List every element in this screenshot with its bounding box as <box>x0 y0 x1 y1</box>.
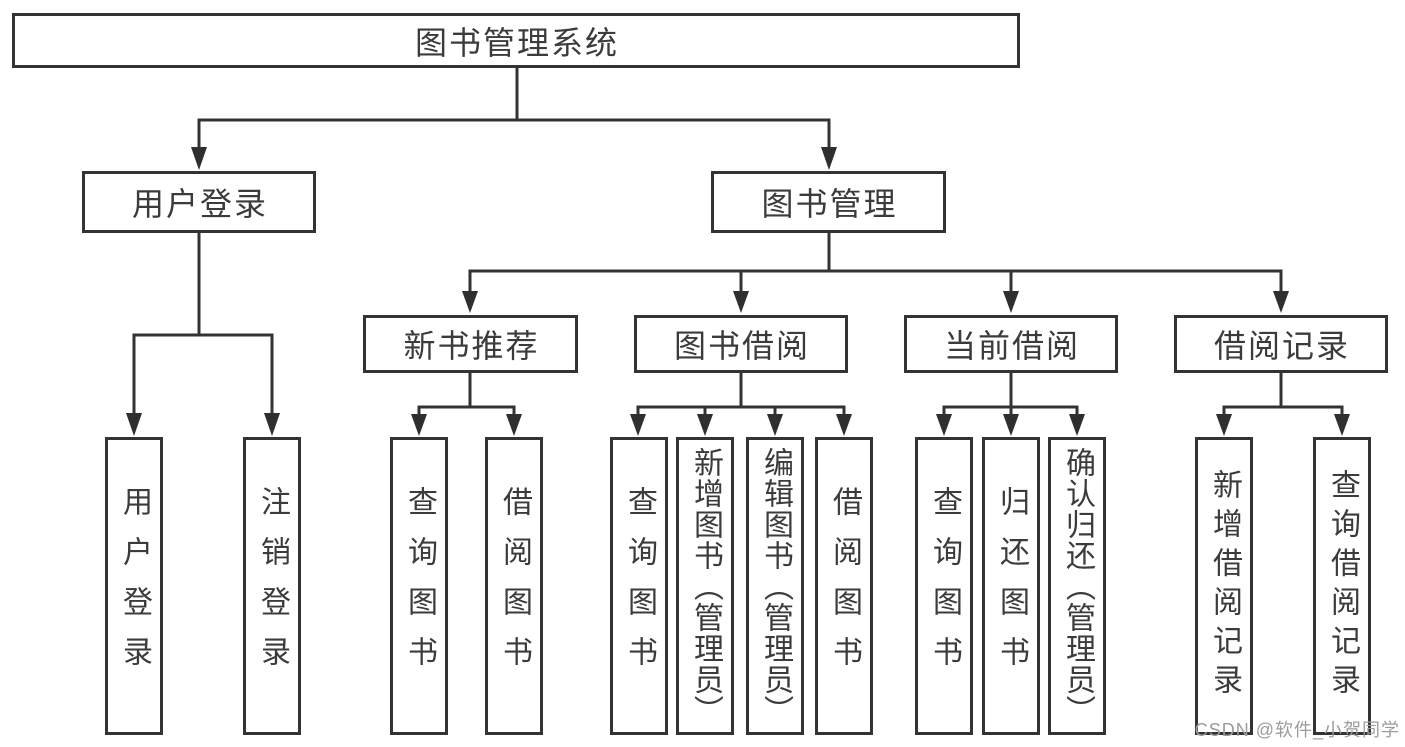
leaf-user-login: 用户登录 <box>105 437 163 735</box>
arrowheads <box>126 147 1350 436</box>
node-root-label: 图书管理系统 <box>414 24 619 61</box>
leaf-user-login-label: 用户登录 <box>118 486 151 686</box>
node-new-book-recommend-label: 新书推荐 <box>403 328 540 364</box>
node-user-login-label: 用户登录 <box>131 186 268 222</box>
leaf-query-book-1: 查询图书 <box>390 437 448 735</box>
leaf-borrow-book-2: 借阅图书 <box>815 437 873 735</box>
leaf-query-book-3: 查询图书 <box>915 437 973 735</box>
leaf-query-book-1-label: 查询图书 <box>403 486 436 686</box>
leaf-return-book: 归还图书 <box>982 437 1040 735</box>
leaf-query-borrow-record: 查询借阅记录 <box>1313 437 1371 735</box>
leaf-add-book-admin-label: 新增图书（管理员） <box>689 446 722 726</box>
leaf-query-book-3-label: 查询图书 <box>928 486 961 686</box>
leaf-add-borrow-record-label: 新增借阅记录 <box>1208 469 1241 703</box>
node-borrow-records: 借阅记录 <box>1174 315 1388 373</box>
node-user-login: 用户登录 <box>82 171 316 233</box>
node-new-book-recommend: 新书推荐 <box>363 315 578 373</box>
leaf-query-borrow-record-label: 查询借阅记录 <box>1326 469 1359 703</box>
watermark: CSDN @软件_小贺同学 <box>1194 720 1400 740</box>
leaf-edit-book-admin-label: 编辑图书（管理员） <box>759 446 792 726</box>
leaf-confirm-return-admin-label: 确认归还（管理员） <box>1061 446 1094 726</box>
node-book-borrow: 图书借阅 <box>634 315 848 373</box>
node-borrow-records-label: 借阅记录 <box>1213 328 1350 364</box>
leaf-borrow-book-1-label: 借阅图书 <box>498 486 531 686</box>
leaf-logout: 注销登录 <box>243 437 301 735</box>
leaf-query-book-2-label: 查询图书 <box>623 486 656 686</box>
leaf-edit-book-admin: 编辑图书（管理员） <box>746 437 804 735</box>
leaf-borrow-book-2-label: 借阅图书 <box>828 486 861 686</box>
leaf-borrow-book-1: 借阅图书 <box>485 437 543 735</box>
leaf-add-book-admin: 新增图书（管理员） <box>676 437 734 735</box>
node-root: 图书管理系统 <box>12 13 1020 68</box>
node-book-management: 图书管理 <box>711 171 946 233</box>
node-current-borrow-label: 当前借阅 <box>943 328 1080 364</box>
leaf-query-book-2: 查询图书 <box>610 437 668 735</box>
leaf-return-book-label: 归还图书 <box>995 486 1028 686</box>
leaf-logout-label: 注销登录 <box>256 486 289 686</box>
node-book-borrow-label: 图书借阅 <box>673 328 810 364</box>
leaf-add-borrow-record: 新增借阅记录 <box>1195 437 1253 735</box>
node-current-borrow: 当前借阅 <box>904 315 1118 373</box>
leaf-confirm-return-admin: 确认归还（管理员） <box>1048 437 1106 735</box>
node-book-management-label: 图书管理 <box>761 186 898 222</box>
